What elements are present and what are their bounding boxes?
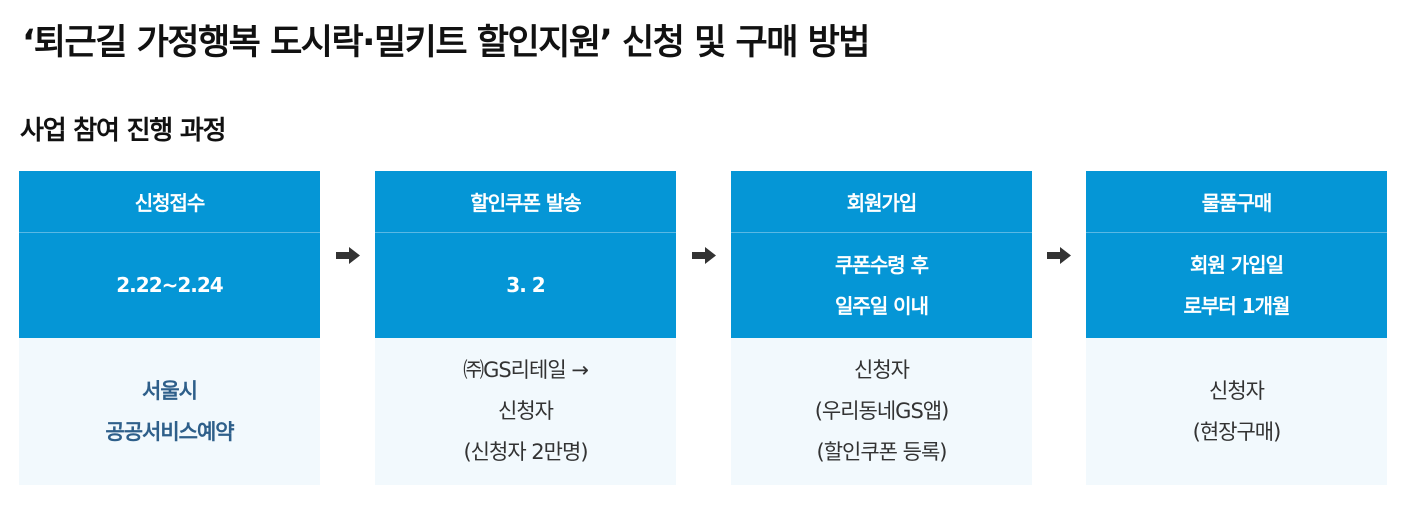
actor-line: 공공서비스예약	[105, 419, 234, 444]
period-line: 로부터 1개월	[1183, 293, 1291, 318]
actor-line: 신청자	[1209, 378, 1265, 403]
actor-line: 신청자	[498, 399, 554, 423]
actor-line: ㈜GS리테일 →	[463, 358, 589, 382]
step-label: 회원가입	[731, 171, 1032, 233]
actor-line: 서울시	[142, 378, 198, 403]
right-arrow-icon	[336, 247, 360, 264]
step-period: 2.22~2.24	[19, 233, 320, 338]
step-period: 3. 2	[375, 233, 676, 338]
right-arrow-icon	[1047, 247, 1071, 264]
actor-line: (신청자 2만명)	[463, 440, 588, 464]
step-actor: 서울시 공공서비스예약	[19, 338, 320, 485]
step-period: 회원 가입일 로부터 1개월	[1086, 233, 1387, 338]
period-line: 쿠폰수령 후	[835, 252, 929, 277]
step-label: 물품구매	[1086, 171, 1387, 233]
actor-line: (우리동네GS앱)	[814, 399, 950, 423]
section-title: 사업 참여 진행 과정	[20, 116, 227, 146]
actor-line: (할인쿠폰 등록)	[816, 440, 948, 464]
page-title: ‘퇴근길 가정행복 도시락·밀키트 할인지원’ 신청 및 구매 방법	[22, 23, 871, 63]
step-label: 할인쿠폰 발송	[375, 171, 676, 233]
period-line: 회원 가입일	[1190, 252, 1284, 277]
step-actor: ㈜GS리테일 → 신청자 (신청자 2만명)	[375, 338, 676, 485]
step-actor: 신청자 (현장구매)	[1086, 338, 1387, 485]
actor-line: 신청자	[854, 358, 910, 382]
step-coupon-issue: 할인쿠폰 발송 3. 2 ㈜GS리테일 → 신청자 (신청자 2만명)	[375, 171, 676, 485]
step-actor: 신청자 (우리동네GS앱) (할인쿠폰 등록)	[731, 338, 1032, 485]
right-arrow-icon	[692, 247, 716, 264]
actor-line: (현장구매)	[1192, 419, 1282, 444]
period-line: 일주일 이내	[835, 293, 929, 318]
step-label: 신청접수	[19, 171, 320, 233]
step-period: 쿠폰수령 후 일주일 이내	[731, 233, 1032, 338]
step-membership: 회원가입 쿠폰수령 후 일주일 이내 신청자 (우리동네GS앱) (할인쿠폰 등…	[731, 171, 1032, 485]
period-line: 2.22~2.24	[116, 273, 223, 297]
step-application: 신청접수 2.22~2.24 서울시 공공서비스예약	[19, 171, 320, 485]
step-purchase: 물품구매 회원 가입일 로부터 1개월 신청자 (현장구매)	[1086, 171, 1387, 485]
period-line: 3. 2	[506, 273, 545, 297]
